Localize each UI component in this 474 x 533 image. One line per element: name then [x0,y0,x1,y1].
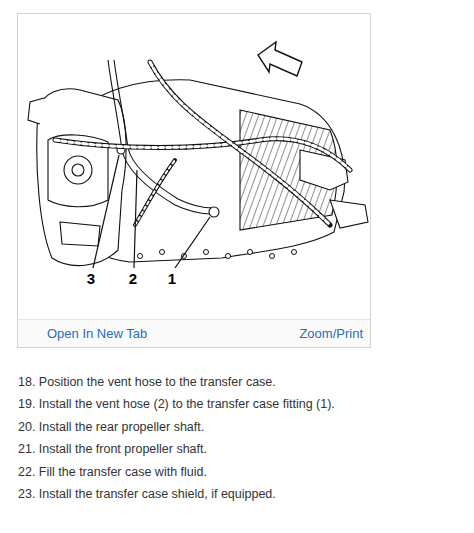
wiring-harness [55,62,350,225]
procedure-step: 22. Fill the transfer case with fluid. [18,465,207,480]
panel-toolbar: Open In New Tab Zoom/Print [18,319,370,347]
direction-arrow [258,42,302,76]
leader-lines [93,155,210,268]
callout-number: 2 [128,271,138,287]
procedure-step: 23. Install the transfer case shield, if… [18,487,276,502]
procedure-step: 20. Install the rear propeller shaft. [18,420,204,435]
procedure-step: 18. Position the vent hose to the transf… [18,375,276,390]
procedure-step: 19. Install the vent hose (2) to the tra… [18,397,335,412]
callout-number: 3 [86,271,96,287]
toolbar-link: Open In New Tab [47,326,147,341]
toolbar-link: Zoom/Print [299,326,363,341]
figure-panel: Open In New Tab Zoom/Print [17,13,371,348]
callout-number: 1 [167,271,177,287]
transfer-case [28,89,126,266]
bolts [138,250,297,259]
procedure-step: 21. Install the front propeller shaft. [18,442,207,457]
